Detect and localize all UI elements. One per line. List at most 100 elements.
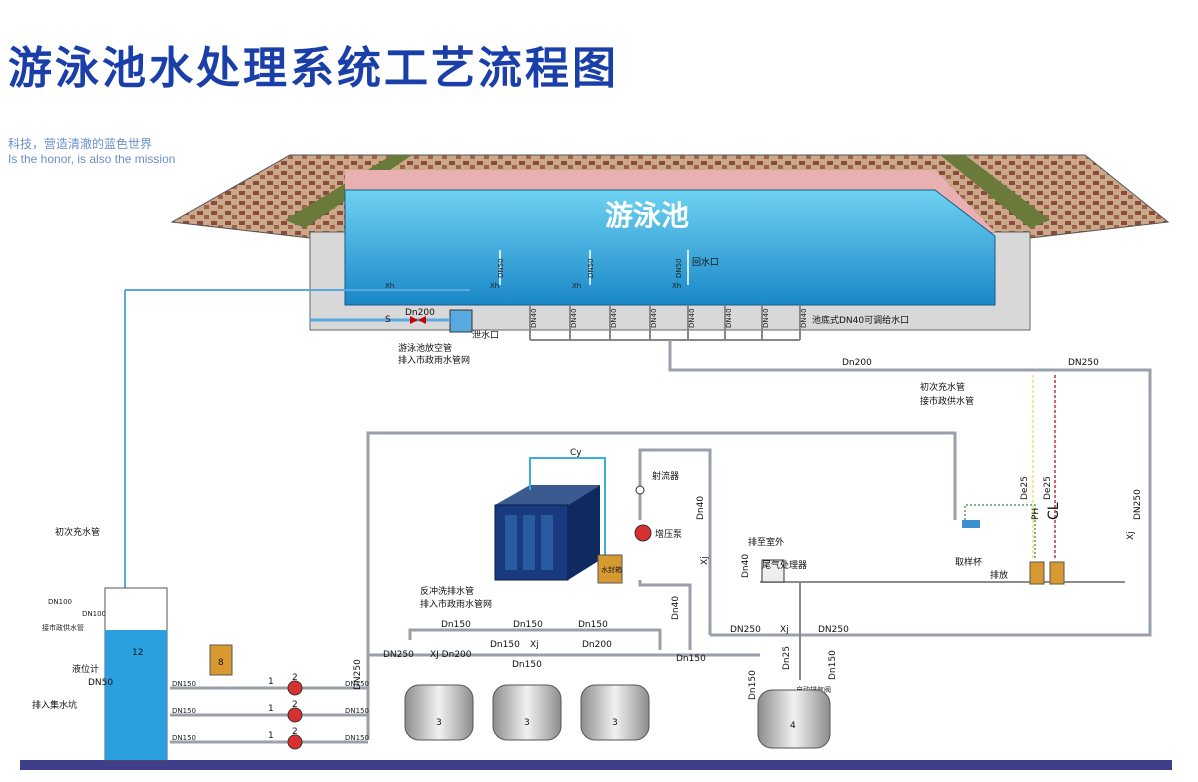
dn40-mid: Dn40 — [696, 496, 706, 520]
sampling-cup — [962, 520, 980, 528]
svg-text:2: 2 — [292, 700, 298, 710]
dn150-vert: Dn150 — [748, 670, 758, 700]
dn150-p6: DN150 — [345, 734, 369, 742]
dn150-b: Dn150 — [513, 620, 543, 630]
first-fill-1: 初次充水管 — [920, 381, 965, 393]
slogan-cn: 科技，营造清澈的蓝色世界 — [8, 137, 153, 151]
cy-label: Cy — [570, 448, 582, 458]
svg-text:3: 3 — [436, 718, 442, 728]
cl-tank — [1049, 561, 1065, 585]
pool-border-right — [940, 155, 1050, 228]
tank-number: 12 — [132, 648, 143, 658]
dn40-3: DN40 — [610, 308, 618, 328]
dn150-f: Dn150 — [512, 660, 542, 670]
dn250-mid: DN250 — [730, 625, 761, 635]
dn250-top: DN250 — [1068, 358, 1099, 368]
dn25-vert: Dn25 — [782, 646, 792, 670]
ground — [20, 760, 1172, 770]
dn40-lower: Dn40 — [671, 596, 681, 620]
xj-h: Xj — [780, 625, 789, 635]
de25-1: De25 — [1020, 476, 1030, 500]
drain-pipe-label: Dn200 — [405, 308, 435, 318]
dn150-g: Dn150 — [676, 654, 706, 664]
exhaust-out: 排至室外 — [748, 536, 784, 548]
slogan-en: Is the honor, is also the mission — [8, 152, 176, 166]
exhaust-unit — [761, 559, 785, 583]
dn40-exhaust: Dn40 — [741, 554, 751, 578]
de25-2: De25 — [1043, 476, 1053, 500]
exhaust-unit-label: 尾气处理器 — [762, 559, 807, 571]
ozone-generator — [494, 485, 600, 581]
dn40-1: DN40 — [530, 308, 538, 328]
cl-label: CL — [1046, 502, 1062, 520]
supply-left: 接市政供水管 — [42, 623, 84, 632]
dn150-p2: DN150 — [172, 707, 196, 715]
xj-e: Xj — [530, 640, 539, 650]
dn100-a: DN100 — [48, 598, 72, 606]
sampling-cup-label: 取样杯 — [955, 556, 982, 568]
drain-s: S — [385, 315, 391, 325]
dn250-vert: DN250 — [353, 659, 363, 690]
svg-text:1: 1 — [268, 677, 274, 687]
dn150-p5: DN150 — [345, 707, 369, 715]
dn50-3: DN50 — [675, 258, 683, 278]
dn40-6: DN40 — [725, 308, 733, 328]
dn150-a: Dn150 — [441, 620, 471, 630]
xh-1: Xh — [385, 282, 394, 290]
pool-water — [344, 189, 996, 306]
xh-4: Xh — [672, 282, 681, 290]
dn150-p4: DN150 — [345, 680, 369, 688]
ejector-label: 射流器 — [652, 470, 679, 482]
dn150-c: Dn150 — [578, 620, 608, 630]
dn40-5: DN40 — [688, 308, 696, 328]
dn50-left: DN50 — [88, 678, 113, 688]
discharge-label: 排放 — [990, 569, 1008, 581]
backwash-2: 排入市政雨水管网 — [420, 598, 492, 610]
svg-text:2: 2 — [292, 727, 298, 737]
dn200-label: Dn200 — [842, 358, 872, 368]
ejector — [635, 485, 645, 495]
pumps: 1 2 1 2 1 2 — [268, 673, 303, 750]
filter-tanks: 3 3 3 4 — [404, 684, 831, 749]
inlet-note: 池底式DN40可调给水口 — [812, 314, 909, 326]
pool-inlets — [529, 305, 801, 341]
sump-label: 排入集水坑 — [32, 699, 77, 711]
dn40-4: DN40 — [650, 308, 658, 328]
water-seal-label: 水封箱 — [601, 565, 622, 574]
svg-text:4: 4 — [790, 721, 796, 731]
svg-text:2: 2 — [292, 673, 298, 683]
svg-text:3: 3 — [612, 718, 618, 728]
backwash-1: 反冲洗排水管 — [420, 585, 474, 597]
dn40-2: DN40 — [570, 308, 578, 328]
first-fill-left: 初次充水管 — [55, 526, 100, 538]
dn150-p1: DN150 — [172, 680, 196, 688]
dn150-vert2: Dn150 — [828, 650, 838, 680]
water-seal-tank — [597, 554, 623, 584]
xh-2: Xh — [490, 282, 499, 290]
dn50-1: DN50 — [497, 258, 505, 278]
drain-port-label: 泄水口 — [472, 329, 499, 341]
xj-dn200: XJ Dn200 — [430, 650, 472, 660]
dn250-mid2: DN250 — [818, 625, 849, 635]
xj-right: Xj — [1126, 531, 1136, 540]
dn100-b: DN100 — [82, 610, 106, 618]
return-outlet-label: 回水口 — [692, 256, 719, 268]
dn250-right: DN250 — [1133, 489, 1143, 520]
svg-text:1: 1 — [268, 704, 274, 714]
dn200-b: Dn200 — [582, 640, 612, 650]
booster-label: 增压泵 — [655, 528, 682, 540]
dn40-8: DN40 — [800, 308, 808, 328]
dn50-2: DN50 — [587, 258, 595, 278]
pipe-network — [124, 289, 1152, 744]
xj-mid: Xj — [700, 556, 710, 565]
dn150-p3: DN150 — [172, 734, 196, 742]
empty-pipe-2: 排入市政雨水管网 — [398, 354, 470, 366]
first-fill-2: 接市政供水管 — [920, 395, 974, 407]
svg-text:3: 3 — [524, 718, 530, 728]
svg-text:1: 1 — [268, 731, 274, 741]
drain-port — [449, 309, 473, 333]
dn40-7: DN40 — [762, 308, 770, 328]
page-title: 游泳池水处理系统工艺流程图 — [8, 43, 619, 94]
booster-pump — [634, 524, 652, 542]
